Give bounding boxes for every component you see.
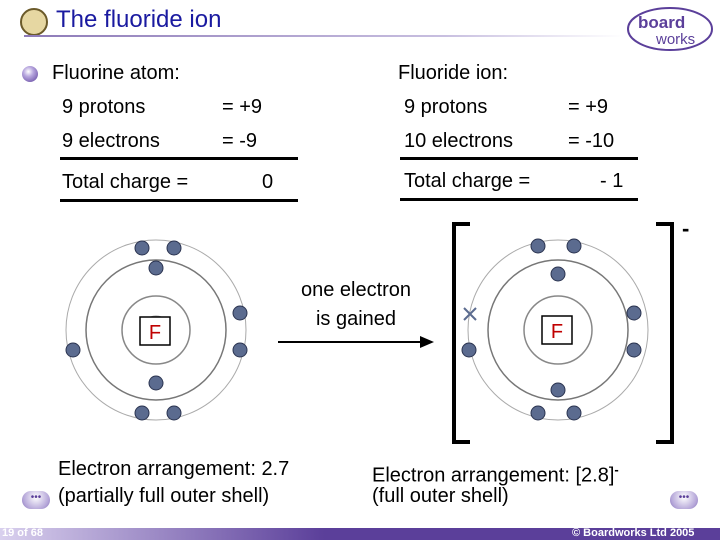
ion-electron [551, 383, 565, 397]
ion-nucleus-symbol: F [551, 321, 563, 343]
atom-total-label: Total charge = [62, 171, 188, 194]
ion-total-value: - 1 [600, 170, 623, 193]
atom-electron [233, 306, 247, 320]
title-underline [24, 35, 624, 37]
slide-number: 19 of 68 [2, 527, 43, 539]
ion-electron [531, 406, 545, 420]
atom-sum-line [60, 157, 298, 160]
logo-line2: works [655, 31, 695, 48]
atom-heading: Fluorine atom: [52, 62, 180, 85]
slide-title: The fluoride ion [56, 6, 221, 34]
ion-sum-line [400, 157, 638, 160]
bullet-icon [22, 66, 38, 82]
atom-electron [233, 343, 247, 357]
ion-total-label: Total charge = [404, 170, 530, 193]
ion-arrangement-value: [2.8] [575, 465, 614, 487]
fluorine-atom-diagram: F [60, 228, 270, 438]
atom-nucleus-symbol: F [149, 322, 161, 344]
next-slide-button[interactable]: ••• [670, 491, 698, 509]
ion-electron [567, 406, 581, 420]
ion-electron [627, 343, 641, 357]
process-line1: one electron [286, 279, 426, 302]
atom-electrons-value: = -9 [222, 130, 257, 153]
atom-electron [149, 376, 163, 390]
ion-electron [567, 239, 581, 253]
gain-arrow [276, 334, 436, 350]
ion-electrons-value: = -10 [568, 130, 614, 153]
atom-shell-note: (partially full outer shell) [58, 483, 269, 510]
atom-arrangement: Electron arrangement: 2.7 [58, 456, 289, 483]
dots-icon: ••• [22, 491, 50, 505]
ion-electron [551, 267, 565, 281]
ion-electrons-label: 10 electrons [404, 130, 513, 153]
ion-shell-note: (full outer shell) [372, 483, 509, 510]
atom-electron [66, 343, 80, 357]
boardworks-logo: board works [626, 6, 714, 52]
atom-electron [135, 406, 149, 420]
atom-electron [167, 406, 181, 420]
dots-icon: ••• [670, 491, 698, 505]
prev-slide-button[interactable]: ••• [22, 491, 50, 509]
atom-total-line [60, 199, 298, 202]
ion-electron [627, 306, 641, 320]
ion-arrangement-sup: - [614, 462, 618, 477]
atom-electrons-label: 9 electrons [62, 130, 160, 153]
fluoride-ion-diagram: F [460, 228, 660, 438]
ion-electron [462, 343, 476, 357]
atom-total-value: 0 [262, 171, 273, 194]
ion-charge-sign: - [682, 216, 689, 242]
ion-total-line [400, 198, 638, 201]
atom-electron [135, 241, 149, 255]
ion-protons-label: 9 protons [404, 96, 487, 119]
process-line2: is gained [286, 308, 426, 331]
atom-electron [167, 241, 181, 255]
atom-protons-value: = +9 [222, 96, 262, 119]
ion-protons-value: = +9 [568, 96, 608, 119]
logo-line1: board [638, 13, 685, 32]
school-crest-icon [20, 8, 48, 36]
ion-heading: Fluoride ion: [398, 62, 508, 85]
atom-protons-label: 9 protons [62, 96, 145, 119]
atom-electron [149, 261, 163, 275]
copyright: © Boardworks Ltd 2005 [572, 527, 694, 539]
ion-electron [531, 239, 545, 253]
